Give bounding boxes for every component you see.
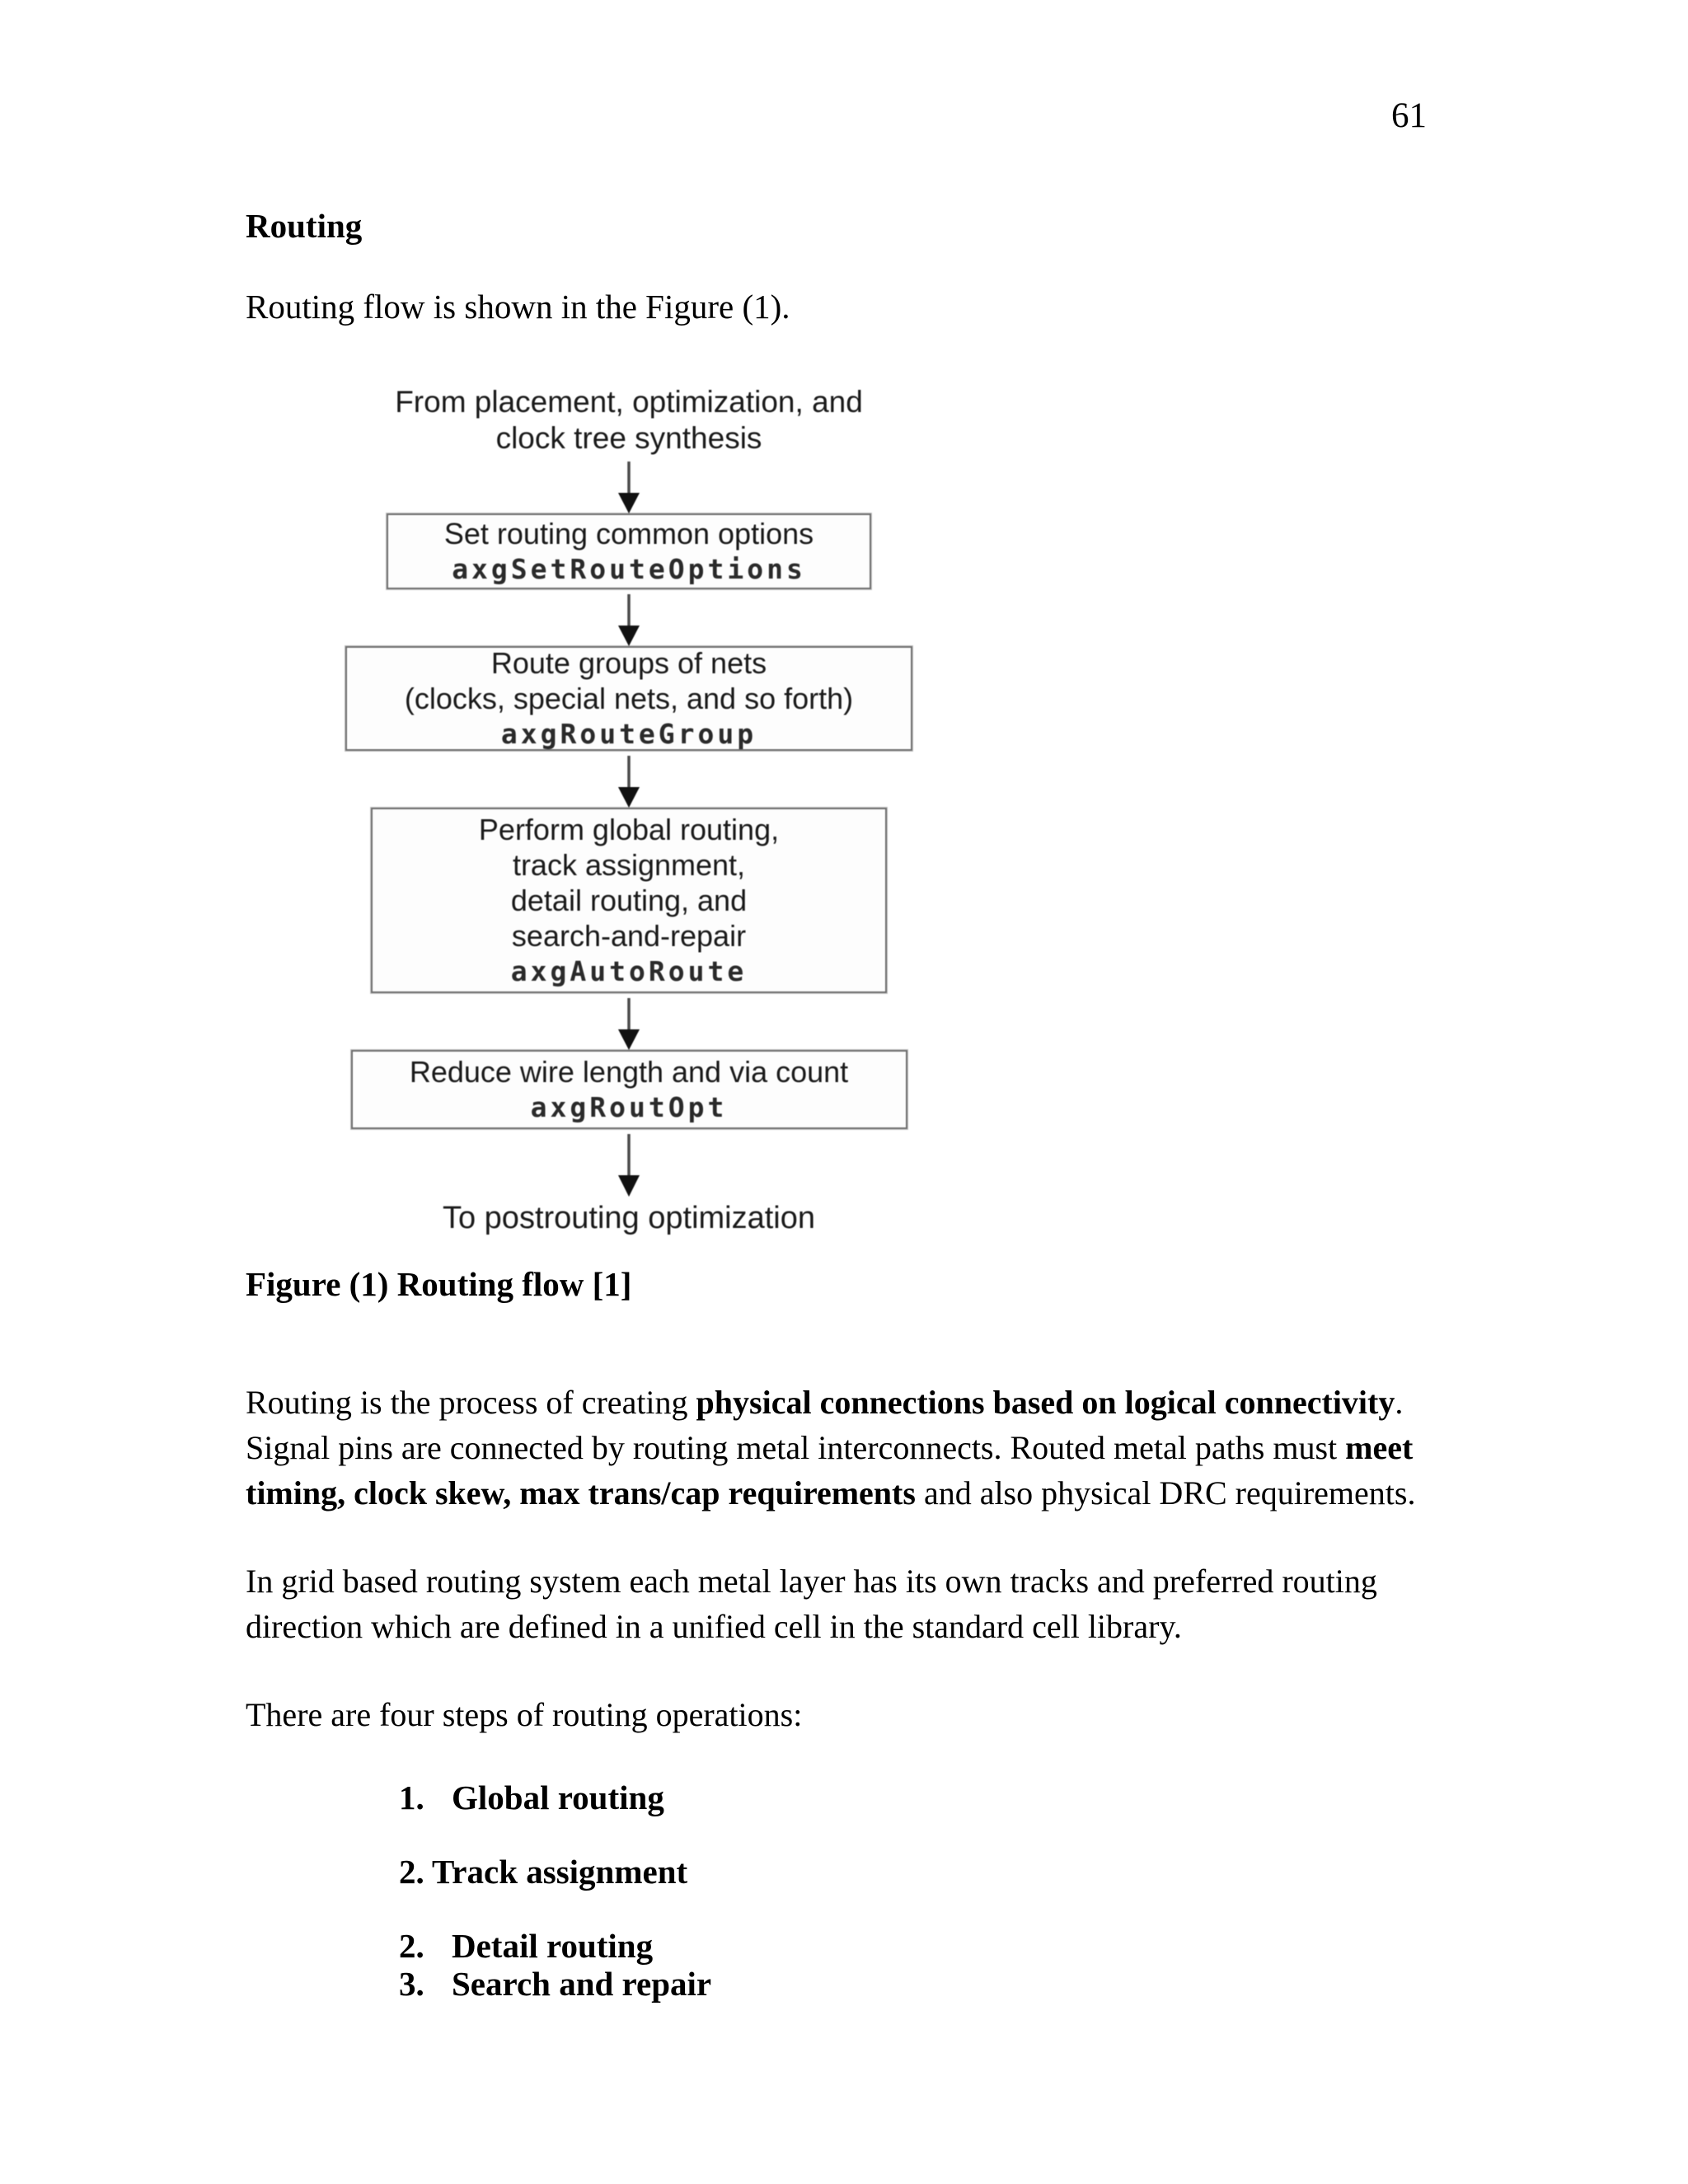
- paragraph-grid-routing: In grid based routing system each metal …: [246, 1563, 1377, 1645]
- list-item-marker: 1.: [399, 1779, 424, 1816]
- arrow-down-icon: [618, 462, 640, 513]
- figure-start-label-line1: From placement, optimization, and: [395, 385, 863, 419]
- flow-step-label: track assignment,: [512, 847, 746, 882]
- arrow-down-icon: [618, 1134, 640, 1197]
- flow-step-label: Perform global routing,: [478, 812, 780, 846]
- flow-step-route-opt: Reduce wire length and via count axgRout…: [350, 1050, 907, 1129]
- arrow-down-icon: [618, 594, 640, 646]
- list-item: 1. Global routing: [399, 1779, 1456, 1816]
- list-item-marker: 2.: [399, 1853, 424, 1891]
- flow-step-command: axgSetRouteOptions: [452, 552, 806, 585]
- flow-step-label: detail routing, and: [510, 883, 748, 917]
- text-run: Routing is the process of creating: [246, 1384, 696, 1421]
- paragraph-steps-intro: There are four steps of routing operatio…: [246, 1696, 803, 1733]
- list-item: 2. Track assignment: [399, 1853, 1456, 1891]
- flow-step-label: Route groups of nets: [490, 645, 767, 680]
- flow-step-command: axgRoutOpt: [530, 1090, 728, 1123]
- flow-step-set-routing-options: Set routing common options axgSetRouteOp…: [387, 513, 871, 589]
- flow-step-label: (clocks, special nets, and so forth): [404, 681, 854, 715]
- text-run-bold: meet timing, clock skew, max trans/cap r…: [246, 1429, 1414, 1511]
- text-run: and also physical DRC requirements.: [915, 1474, 1416, 1511]
- list-item: 2. Detail routing: [399, 1927, 1456, 1965]
- flow-step-label: search-and-repair: [511, 918, 747, 953]
- list-item-marker: 3.: [399, 1965, 424, 2003]
- list-item: 3. Search and repair: [399, 1965, 1456, 2003]
- flow-step-command: axgAutoRoute: [510, 954, 748, 987]
- page-content: Routing Routing flow is shown in the Fig…: [246, 0, 1456, 2003]
- list-item-label: Global routing: [452, 1779, 664, 1816]
- flow-step-label: Set routing common options: [443, 516, 814, 551]
- figure-start-label: From placement, optimization, and clock …: [345, 384, 913, 457]
- figure-start-label-line2: clock tree synthesis: [495, 421, 762, 455]
- flow-step-route-groups: Route groups of nets (clocks, special ne…: [345, 646, 912, 751]
- figure-caption: Figure (1) Routing flow [1]: [246, 1265, 632, 1303]
- list-item-marker: 2.: [399, 1927, 424, 1965]
- arrow-down-icon: [618, 756, 640, 808]
- routing-steps-list: 1. Global routing 2. Track assignment 2.…: [399, 1779, 1456, 2003]
- routing-flow-diagram: From placement, optimization, and clock …: [345, 384, 913, 1236]
- flow-step-command: axgRouteGroup: [500, 717, 757, 750]
- flow-step-auto-route: Perform global routing, track assignment…: [371, 808, 887, 993]
- intro-text: Routing flow is shown in the Figure (1).: [246, 288, 790, 326]
- paragraph-routing-definition: Routing is the process of creating physi…: [246, 1380, 1456, 1516]
- text-run: . Signal pins are connected by routing m…: [246, 1384, 1404, 1466]
- page-number: 61: [1391, 96, 1427, 135]
- list-item-label: Search and repair: [452, 1965, 712, 2003]
- arrow-down-icon: [618, 998, 640, 1050]
- list-item-label: Track assignment: [432, 1853, 688, 1891]
- section-heading: Routing: [246, 207, 363, 245]
- figure-end-label: To postrouting optimization: [442, 1201, 816, 1235]
- text-run-bold: physical connections based on logical co…: [696, 1384, 1395, 1421]
- flow-step-label: Reduce wire length and via count: [409, 1054, 849, 1089]
- list-item-label: Detail routing: [452, 1927, 654, 1965]
